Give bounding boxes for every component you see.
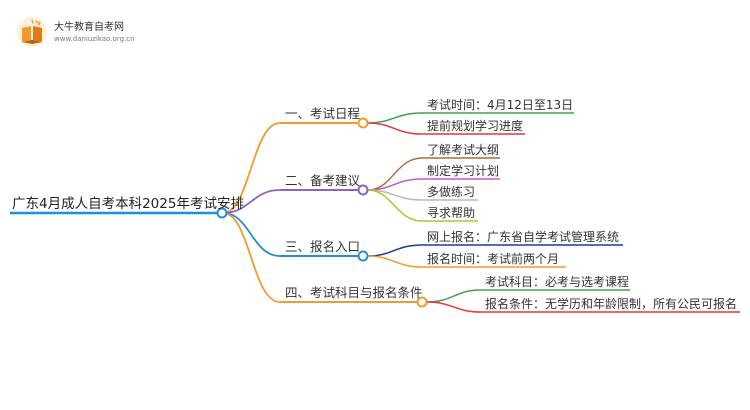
brand-logo-area: 大牛教育自考网 www.daniuzikao.org.cn bbox=[16, 16, 156, 48]
leaf-registration-conditions: 报名条件：无学历和年龄限制，所有公民可报名 bbox=[485, 297, 738, 311]
leaf-exam-time: 考试时间：4月12日至13日 bbox=[427, 98, 574, 112]
leaf-seek-help: 寻求帮助 bbox=[427, 206, 476, 220]
leaf-study-plan: 制定学习计划 bbox=[427, 164, 500, 178]
root-topic: 广东4月成人自考本科2025年考试安排 bbox=[12, 196, 244, 212]
open-book-icon bbox=[17, 17, 47, 47]
branch-prep-advice: 二、备考建议 bbox=[285, 173, 361, 188]
leaf-plan-study: 提前规划学习进度 bbox=[427, 119, 524, 133]
leaf-registration-time: 报名时间：考试前两个月 bbox=[427, 252, 560, 266]
brand-url: www.daniuzikao.org.cn bbox=[54, 35, 135, 43]
leaf-exam-subjects: 考试科目：必考与选考课程 bbox=[485, 275, 630, 289]
leaf-online-registration: 网上报名：广东省自学考试管理系统 bbox=[427, 230, 620, 244]
branch-registration-portal: 三、报名入口 bbox=[285, 239, 361, 254]
branch-exam-schedule: 一、考试日程 bbox=[285, 106, 361, 121]
brand-name: 大牛教育自考网 bbox=[54, 22, 124, 33]
leaf-syllabus: 了解考试大纲 bbox=[427, 143, 500, 157]
branch-subjects-conditions: 四、考试科目与报名条件 bbox=[285, 285, 423, 300]
leaf-practice: 多做练习 bbox=[427, 185, 476, 199]
